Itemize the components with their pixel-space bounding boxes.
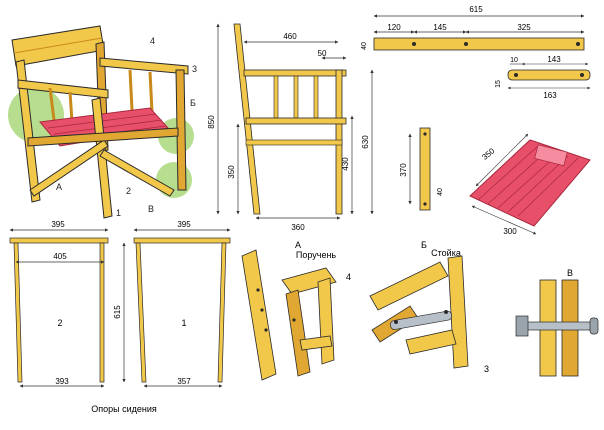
dim-325: 325 xyxy=(517,23,531,32)
highlight-v xyxy=(156,162,192,198)
dim-350-seat: 350 xyxy=(480,146,496,162)
dim-405: 405 xyxy=(53,252,67,261)
dim-10: 10 xyxy=(510,57,518,64)
chair-label-1: 1 xyxy=(116,208,121,218)
bolt-shaft xyxy=(523,321,595,331)
frame2-leg-left xyxy=(13,242,23,383)
dim-615-arm: 615 xyxy=(469,5,483,14)
frame2-top xyxy=(9,237,109,244)
dim-460: 460 xyxy=(283,32,297,41)
armrest-left xyxy=(17,79,109,99)
armrest-bar xyxy=(373,37,585,51)
rear-leg-left xyxy=(15,59,41,203)
fabric-pocket xyxy=(534,144,568,167)
frame2-number: 2 xyxy=(57,318,62,328)
chair-label-2: 2 xyxy=(126,186,131,196)
bracket-strip xyxy=(507,69,591,81)
frame-2: 395 405 2 393 xyxy=(9,220,109,388)
dim-50: 50 xyxy=(318,49,327,58)
detail-v-label: В xyxy=(567,268,573,278)
dim-850: 850 xyxy=(207,115,216,129)
frame1-top xyxy=(133,237,231,244)
chair-label-v: В xyxy=(148,204,154,214)
detail-bolt: В xyxy=(515,268,599,377)
dim-300: 300 xyxy=(503,227,517,236)
cross-brace-2 xyxy=(99,149,175,197)
bolt-nut xyxy=(515,315,529,337)
bracket-part: 10 143 163 15 xyxy=(495,55,591,100)
side-rail xyxy=(27,127,179,147)
dim-430: 430 xyxy=(341,157,350,171)
dim-393: 393 xyxy=(55,377,69,386)
dim-395-f1: 395 xyxy=(177,220,191,229)
seat-fabric-part: 350 300 xyxy=(469,133,591,236)
chair-illustration: 4 3 Б А 2 1 В xyxy=(8,25,197,219)
chair-label-b: Б xyxy=(190,98,196,108)
detail-post: Стойка 3 xyxy=(369,248,489,374)
side-arm xyxy=(243,69,347,77)
dim-395-f2: 395 xyxy=(51,220,65,229)
frame1-number: 1 xyxy=(181,318,186,328)
dim-357: 357 xyxy=(177,377,191,386)
leg-b-part: 370 40 Б xyxy=(399,127,444,250)
front-leg xyxy=(91,97,113,219)
armrest-right xyxy=(99,57,189,75)
detail-a-title: Поручень xyxy=(296,250,337,260)
detail-b-bracket xyxy=(390,310,453,330)
dim-615-f1: 615 xyxy=(113,305,122,319)
detail-armrest: Поручень 4 xyxy=(241,249,351,381)
detail-a-number: 4 xyxy=(346,272,351,282)
frame2-leg-right xyxy=(99,242,105,383)
frame1-leg-left xyxy=(135,242,147,383)
side-view-drawing: 460 50 850 350 430 630 360 xyxy=(207,23,374,232)
chair-label-a: А xyxy=(56,182,62,192)
dim-360: 360 xyxy=(291,223,305,232)
caption-seat-supports: Опоры сидения xyxy=(91,404,157,414)
dim-15: 15 xyxy=(495,80,502,88)
chair-label-4: 4 xyxy=(150,36,155,46)
dim-370: 370 xyxy=(399,163,408,177)
dim-120: 120 xyxy=(387,23,401,32)
frame-1: 395 615 1 357 xyxy=(113,220,231,388)
label-a-side: А xyxy=(295,240,301,250)
dim-350: 350 xyxy=(227,165,236,179)
cross-brace xyxy=(29,139,109,197)
frame1-leg-right xyxy=(217,242,227,383)
detail-b-number: 3 xyxy=(484,364,489,374)
chair-label-3: 3 xyxy=(192,64,197,74)
dim-163: 163 xyxy=(543,91,557,100)
label-b-side: Б xyxy=(421,240,427,250)
front-leg-right xyxy=(175,69,187,191)
side-seat-rail xyxy=(245,117,347,125)
bolt-head xyxy=(589,317,599,335)
leg-b-bar xyxy=(419,127,431,211)
dim-630: 630 xyxy=(361,135,370,149)
dim-40-leg: 40 xyxy=(437,188,444,196)
armrest-part: 615 120 145 325 40 xyxy=(361,5,585,51)
detail-b-title: Стойка xyxy=(431,248,461,258)
dim-145: 145 xyxy=(433,23,447,32)
dim-40-arm: 40 xyxy=(361,42,368,50)
dim-143: 143 xyxy=(547,55,561,64)
